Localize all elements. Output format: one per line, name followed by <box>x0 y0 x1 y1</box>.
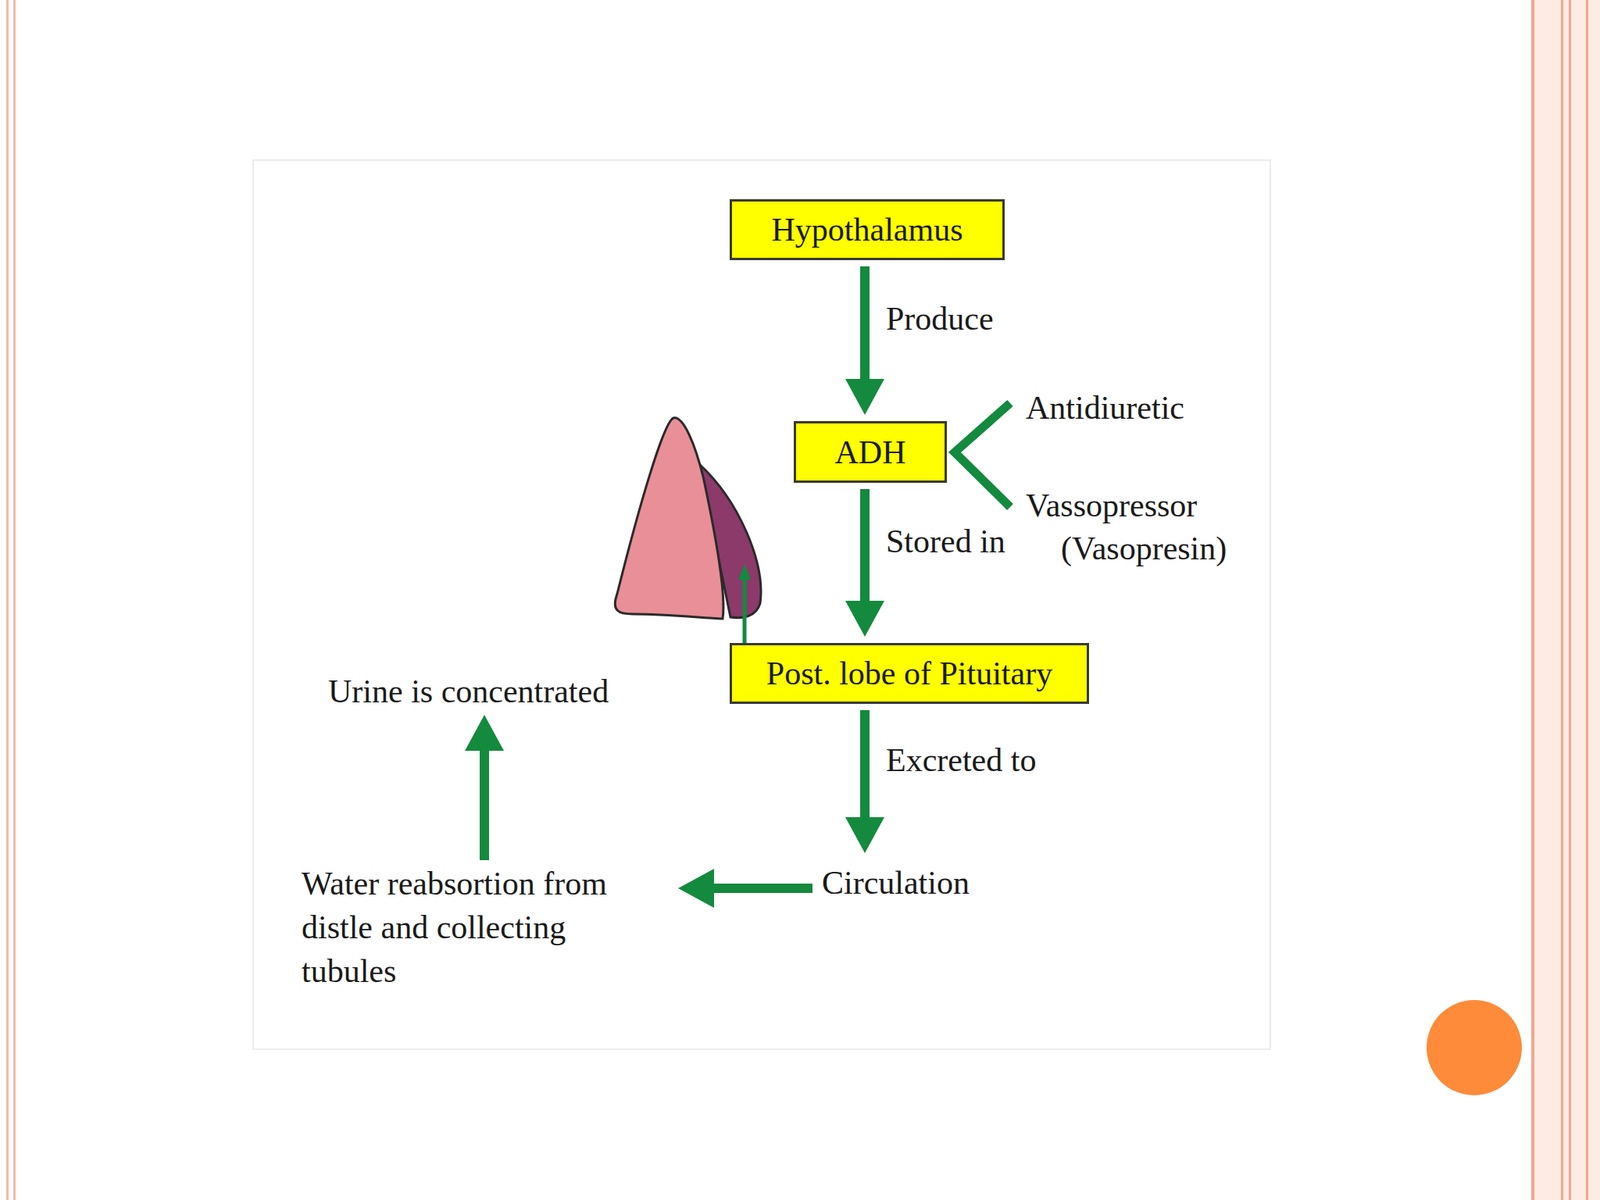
frame-line <box>1531 0 1535 1200</box>
side-label: (Vasopresin) <box>1060 528 1227 568</box>
pituitary-anterior-lobe <box>614 417 724 619</box>
node-text: Urine is concentrated <box>328 669 609 714</box>
frame-line <box>6 0 9 1200</box>
arrow-shaft <box>712 883 813 893</box>
node-text: Circulation <box>821 860 970 905</box>
edge-label: Stored in <box>885 521 1006 561</box>
flow-arrow <box>845 266 885 415</box>
node-text: ADH <box>835 430 907 475</box>
frame-line <box>1560 0 1564 1200</box>
node-content: Post. lobe of Pituitary <box>766 651 1053 696</box>
process-box: Post. lobe of Pituitary <box>729 642 1090 704</box>
flow-arrow <box>678 868 813 908</box>
result-text: Urine is concentrated <box>328 669 704 714</box>
arrow-head <box>678 868 715 908</box>
step-text: Water reabsortion from distle and collec… <box>301 861 669 993</box>
edge-label: Excreted to <box>885 740 1036 780</box>
orange-dot <box>1426 1000 1522 1096</box>
arrow-head <box>845 600 885 637</box>
node-content: Circulation <box>821 860 970 905</box>
arrow-shaft <box>860 266 870 381</box>
edge-label: Produce <box>885 299 994 339</box>
side-label: Vassopressor <box>1025 485 1197 525</box>
side-label: Antidiuretic <box>1025 388 1185 428</box>
node-text: Post. lobe of Pituitary <box>766 651 1053 696</box>
flow-arrow <box>845 710 885 854</box>
arrow-shaft <box>479 749 490 861</box>
arrow-head <box>845 817 885 854</box>
arrow-shaft <box>860 489 870 603</box>
node-content: Urine is concentrated <box>328 669 609 714</box>
node-text: Water reabsortion from distle and collec… <box>301 861 669 993</box>
bracket <box>954 403 1011 508</box>
flow-arrow <box>464 714 504 861</box>
node-content: ADH <box>835 430 907 475</box>
arrow-shaft <box>860 710 870 819</box>
flow-arrow <box>845 489 885 637</box>
pointer-arrow-head <box>738 564 751 580</box>
process-box: ADH <box>793 421 947 483</box>
process-box: Hypothalamus <box>729 199 1005 261</box>
frame-line <box>13 0 16 1200</box>
node-text: Hypothalamus <box>771 207 964 252</box>
frame-line <box>1568 0 1572 1200</box>
step-text: Circulation <box>821 859 1010 907</box>
figure-panel <box>253 160 1271 1050</box>
node-content: Water reabsortion from distle and collec… <box>301 861 669 993</box>
arrow-head <box>845 378 885 415</box>
arrow-head <box>464 714 504 751</box>
frame-line <box>1585 0 1589 1200</box>
pointer-arrow-shaft <box>742 576 747 643</box>
node-content: Hypothalamus <box>771 207 964 252</box>
frame-band <box>1532 0 1600 1200</box>
